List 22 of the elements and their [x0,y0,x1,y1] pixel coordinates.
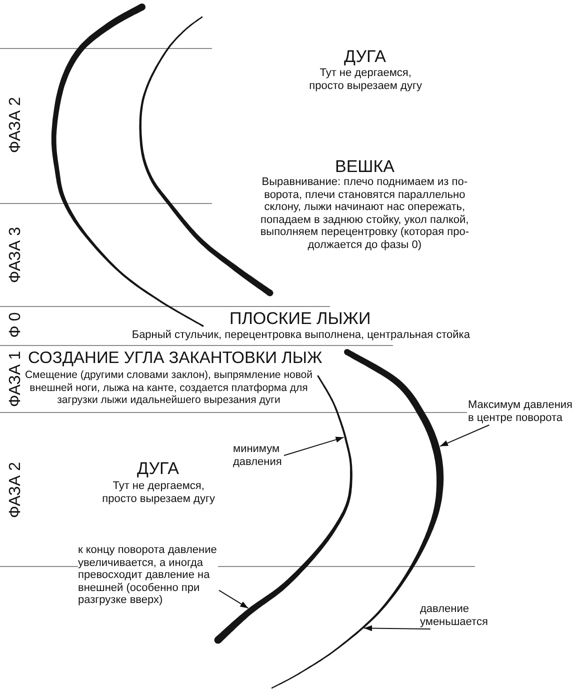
phase-label: ФАЗА 3 [7,227,25,283]
annotation-text: давление уменьшается [420,603,489,628]
leader-arrow [440,424,490,447]
leader-arrow [284,436,344,456]
section-heading: СОЗДАНИЕ УГЛА ЗАКАНТОВКИ ЛЫЖ [28,348,322,368]
phase-label: ФАЗА 2 [7,97,25,153]
ski-track [51,4,204,327]
section-heading: ДУГА [344,47,386,67]
section-heading: ВЕШКА [335,157,394,177]
annotation-text: к концу поворота давление увеличивается, а иногда превосходит давление на внешней (особенно при разгрузке вверх) [78,544,218,606]
section-description: Барный стульчик, перецентровка выполнена, центральная стойка [130,329,471,342]
phase-label: ФАЗА 2 [7,462,25,518]
annotation-text: Максимум давления в центре поворота [468,399,574,424]
leader-arrow [218,590,249,609]
section-description: Смещение (другими словами заклон), выпрямление новой внешней ноги, лыжа на канте, создается платформа для загрузки лыжи идальнейшего вырезания дуги [24,369,314,407]
phase-label: ФАЗА 1 [7,351,25,407]
phase-label: Ф 0 [7,312,25,338]
leader-arrow [364,625,431,632]
section-heading: ПЛОСКИЕ ЛЫЖИ [230,309,371,329]
section-heading: ДУГА [137,459,179,479]
annotation-text: минимум давления [233,443,283,468]
section-description: Выравнивание: плечо поднимаем из по- ворота, плечи становятся параллельно склону, лыжи начинают нас опережать, попадаем в заднюю стойку, укол палкой, выполняем перецентровку (которая про- должается до фазы 0) [260,176,470,252]
